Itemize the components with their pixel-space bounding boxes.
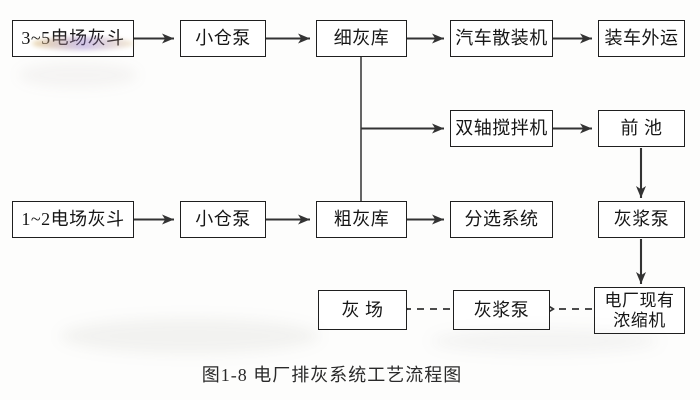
node-fine-ash-silo: 细灰库 xyxy=(316,20,407,57)
scan-smudge-bottom-left xyxy=(60,318,320,354)
node-slurry-pump-1: 灰浆泵 xyxy=(598,201,685,238)
node-forebay: 前 池 xyxy=(598,110,685,147)
node-bunker-pump-2: 小仓泵 xyxy=(180,201,266,238)
node-slurry-pump-2: 灰浆泵 xyxy=(453,290,550,330)
node-sorting-system: 分选系统 xyxy=(450,201,553,238)
node-existing-thickener: 电厂现有 浓缩机 xyxy=(594,287,685,334)
scan-smudge-top-left xyxy=(18,62,138,88)
node-truck-bulk-loader: 汽车散装机 xyxy=(450,20,553,57)
figure-caption: 图1-8 电厂排灰系统工艺流程图 xyxy=(201,365,463,385)
node-coarse-ash-silo: 粗灰库 xyxy=(316,201,407,238)
node-esp-hopper-1-2: 1~2电场灰斗 xyxy=(12,201,134,238)
node-esp-hopper-3-5: 3~5电场灰斗 xyxy=(12,20,134,57)
node-truck-out: 装车外运 xyxy=(598,20,685,57)
node-ash-yard: 灰 场 xyxy=(318,290,407,330)
node-bunker-pump-1: 小仓泵 xyxy=(180,20,266,57)
node-twin-shaft-mixer: 双轴搅拌机 xyxy=(450,110,553,147)
